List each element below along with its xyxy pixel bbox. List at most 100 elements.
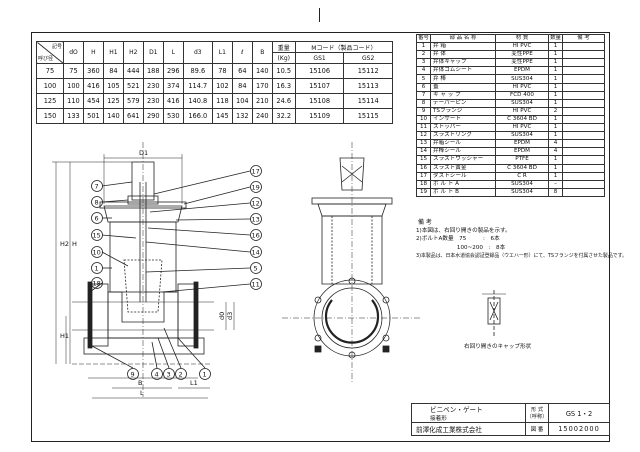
dim-label-H1: H1 [60,332,69,340]
parts-cell: 1 [548,131,563,141]
dimension-cell: 110 [63,93,84,109]
balloon-label: 1 [95,264,99,272]
balloon-label: 8 [95,198,99,206]
parts-cell: SUS304 [495,74,549,84]
dimension-cell: 530 [162,108,184,124]
parts-cell: 1 [548,74,563,84]
dimension-cell: 10.5 [271,63,296,79]
dim-label-H2: H2 [60,240,69,248]
parts-cell: FCD 400 [495,90,549,100]
dimension-cell: 641 [122,108,144,124]
parts-cell: 8 [416,98,431,108]
dimension-cell: 150 [36,108,64,124]
parts-cell [562,131,605,141]
dimension-cell: 15114 [343,93,393,109]
parts-cell: 10 [416,114,431,125]
balloon-label: 15 [93,231,101,239]
balloon-label: 16 [252,231,260,239]
model-label-sub: （呼称） [526,414,548,420]
dim-label-d0: d0 [218,312,226,320]
title-block: ビニベン・ゲート 接着形 形 式 （呼称） GS 1・2 前澤化成工業株式会社 … [411,403,610,436]
parts-cell: 変性PPE [495,58,549,68]
dimension-cell: 24.6 [271,93,296,109]
dimension-cell: 75 [63,63,84,79]
dimension-cell: 125 [102,93,124,109]
title-product-cell: ビニベン・ゲート 接着形 [411,403,526,423]
parts-cell: 1 [416,42,431,52]
dimension-cell: 140 [251,63,273,79]
dimension-cell: 145 [211,108,233,124]
note-line: 2)ボルトA数量 75 : 6本 [416,236,500,243]
dimension-cell: 15113 [343,78,393,94]
dimension-cell: 78 [211,63,233,79]
dimension-cell: 230 [142,78,164,94]
parts-cell: 弁体キャップ [430,58,496,68]
right-balloons [145,165,262,293]
dimension-cell: 15108 [294,93,345,109]
note-line: 100~200 : 8本 [416,244,506,251]
parts-cell [562,66,605,76]
dimension-cell: 454 [82,93,104,109]
parts-cell [562,106,605,116]
dimension-cell: 15112 [343,63,393,79]
col-header: H1 [102,41,124,64]
gs2-header: GS2 [343,52,393,64]
dimension-cell: 118 [211,93,233,109]
parts-cell: キ ャ ッ プ [430,90,496,100]
dimension-cell: 416 [82,78,104,94]
dimension-cell: 132 [231,108,253,124]
dimension-cell: 374 [162,78,184,94]
drawing-no-value: 15002000 [548,422,610,436]
parts-cell: 弁体ゴムシート [430,66,496,76]
dimension-cell: 16.3 [271,78,296,94]
parts-col-name: 部 品 名 称 [430,33,496,44]
parts-col-qty: 数量 [548,33,563,44]
left-balloons [89,180,137,293]
parts-cell: SUS304 [495,131,549,141]
parts-cell: 変性PPE [495,50,549,60]
parts-cell: 弁 箱 [430,42,496,52]
product-subtitle: 接着形 [430,416,447,422]
parts-cell: 弁 棒 [430,74,496,84]
parts-cell: 6 [416,82,431,92]
valve-drawings: D1 H2 H H1 B L1 L d3 d0 7 8 6 15 10 1 18… [52,142,532,399]
drawing-no-label: 図 番 [525,422,549,436]
dimension-cell: 84 [102,63,124,79]
dimension-table: 記号 呼び径 dO H H1 H2 D1 L d3 L1 ℓ B 重量 Mコード… [36,41,394,124]
balloon-label: 9 [131,370,135,378]
dimension-cell: 100 [36,78,64,94]
parts-cell: 1 [548,66,563,76]
note-line: 3)本製品は、日本水道協会認証登録品（ウエハー形）にて、TSフランジを付属させた… [416,252,627,259]
parts-cell: HI PVC [495,123,549,133]
dimension-cell: 89.6 [182,63,213,79]
front-dimensions [52,154,235,399]
dimension-cell: 114.7 [182,78,213,94]
parts-cell: HI PVC [495,106,549,116]
balloon-label: 19 [252,183,260,191]
dim-label-L: L [140,389,144,397]
parts-cell: 1 [548,42,563,52]
dimension-cell: 84 [231,78,253,94]
cap-detail-caption: 右回り開きのキャップ形状 [464,342,532,350]
dimension-cell: 140 [102,108,124,124]
parts-cell: 3 [416,58,431,68]
dimension-cell: 15109 [294,108,345,124]
parts-cell: 蓋 [430,82,496,92]
dimension-cell: 15106 [294,63,345,79]
dimension-cell: 125 [36,93,64,109]
dimension-cell: 501 [82,108,104,124]
parts-cell: 2 [416,50,431,60]
balloon-label: 4 [155,370,159,378]
dimension-cell: 75 [36,63,64,79]
parts-cell: インサート [430,114,496,125]
dimension-cell: 15107 [294,78,345,94]
parts-cell [562,74,605,84]
